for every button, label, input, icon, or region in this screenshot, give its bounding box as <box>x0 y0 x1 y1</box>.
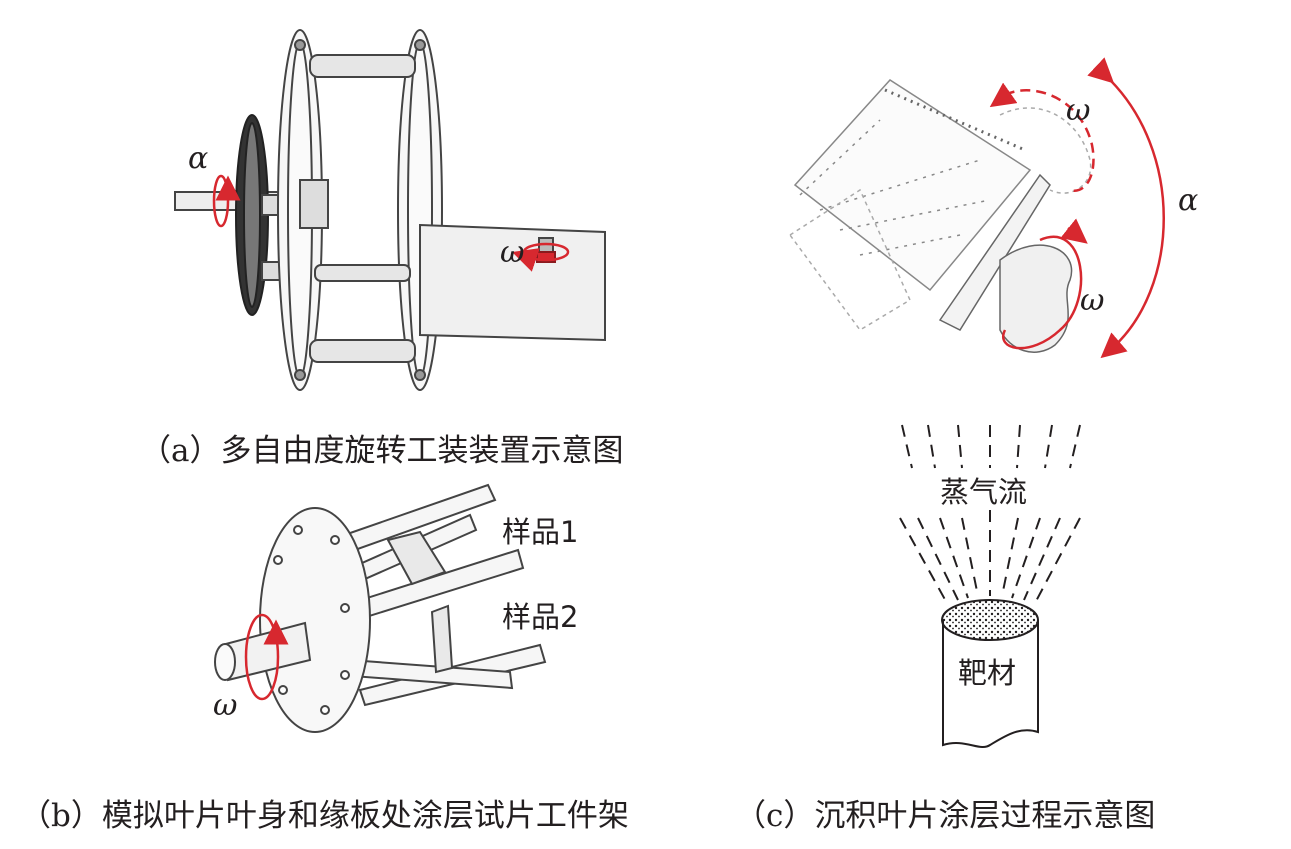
panel-b-omega-label: ω <box>213 688 237 723</box>
panel-c-omega-top-arrow <box>989 82 1095 192</box>
vapor-stream-label: 蒸气流 <box>940 475 1027 509</box>
target-label: 靶材 <box>958 656 1016 690</box>
caption-b: （b）模拟叶片叶身和缘板处涂层试片工件架 <box>20 798 629 834</box>
panel-b-omega-rotation-arrow <box>244 613 289 701</box>
panel-c-alpha-label: α <box>1178 183 1198 218</box>
vapor-stream-upper-lines <box>901 424 1081 469</box>
sample-2-label: 样品2 <box>502 600 578 634</box>
panel-a-alpha-label: α <box>188 141 208 176</box>
panel-c-omega-bottom-label: ω <box>1080 283 1104 318</box>
vapor-stream-lower-lines <box>899 510 1081 606</box>
panel-c-blade-drawing <box>788 79 1092 353</box>
caption-a: （a）多自由度旋转工装装置示意图 <box>140 433 624 469</box>
panel-a-omega-label: ω <box>500 235 524 270</box>
target-cylinder <box>941 599 1039 748</box>
panel-a-fixture-drawing <box>174 29 606 391</box>
caption-c: （c）沉积叶片涂层过程示意图 <box>735 798 1156 834</box>
panel-a-alpha-rotation-arrow <box>212 174 241 228</box>
panel-c-alpha-arc-arrow <box>1087 57 1165 359</box>
panel-b-holder-drawing <box>214 483 547 733</box>
sample-1-label: 样品1 <box>502 515 578 549</box>
panel-a-omega-rotation-arrow <box>512 242 570 272</box>
panel-c-omega-top-label: ω <box>1066 93 1090 128</box>
panel-c-omega-bottom-arrow <box>1002 218 1088 350</box>
